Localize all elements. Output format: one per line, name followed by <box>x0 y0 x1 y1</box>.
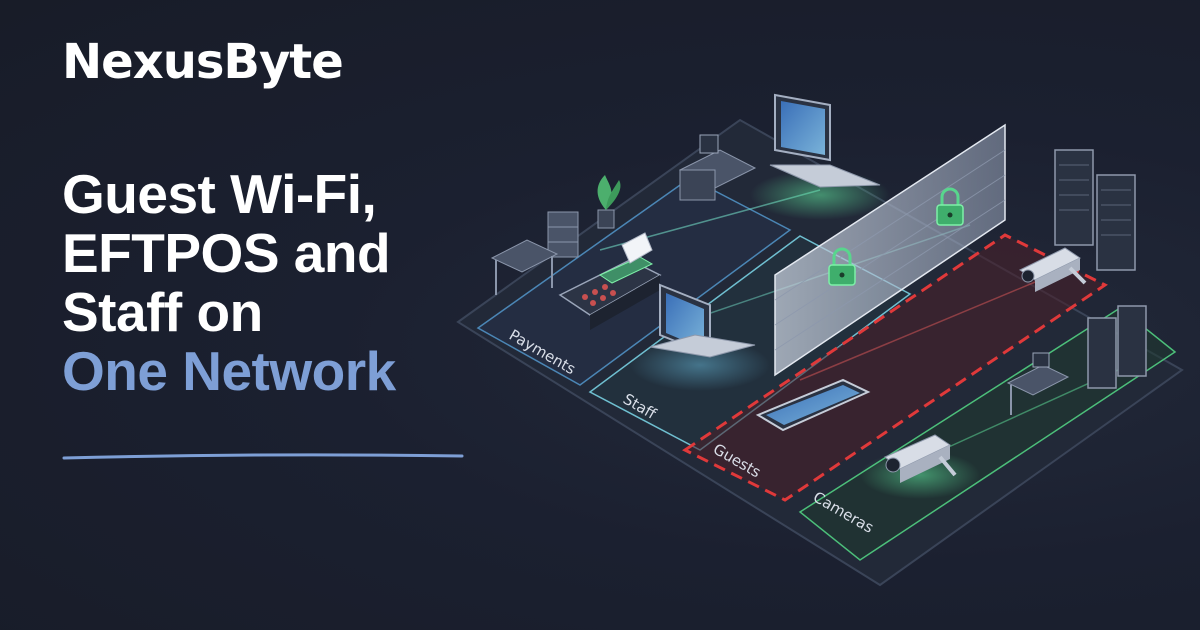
eftpos-terminal-icon <box>558 232 662 330</box>
network-illustration: Payments Staff Guests Cameras <box>456 93 1184 587</box>
headline-underline <box>62 453 464 460</box>
desk-icon <box>678 134 757 201</box>
laptop-icon <box>750 93 890 220</box>
security-camera-icon <box>1018 247 1087 292</box>
headline-line-2: EFTPOS and <box>62 222 391 284</box>
headline-line-1: Guest Wi-Fi, <box>62 163 377 225</box>
lock-icon <box>828 247 856 286</box>
brand-logo: NexusByte <box>62 34 344 90</box>
headline-accent: One Network <box>62 340 396 402</box>
plant-icon <box>597 175 621 229</box>
server-rack-icon <box>1054 149 1136 271</box>
headline-line-3: Staff on <box>62 281 263 343</box>
zone-guests <box>682 233 1108 502</box>
laptop-icon <box>630 283 770 391</box>
server-rack-icon <box>1087 305 1147 389</box>
zone-cameras <box>798 307 1177 561</box>
desk-icon <box>490 239 559 295</box>
security-camera-icon <box>860 434 980 499</box>
smartphone-icon <box>755 378 871 432</box>
desk-icon <box>1006 352 1070 415</box>
firewall-icon <box>774 123 1006 377</box>
headline: Guest Wi-Fi, EFTPOS and Staff on One Net… <box>62 165 396 401</box>
lock-icon <box>936 187 964 226</box>
filing-cabinet-icon <box>547 211 579 258</box>
